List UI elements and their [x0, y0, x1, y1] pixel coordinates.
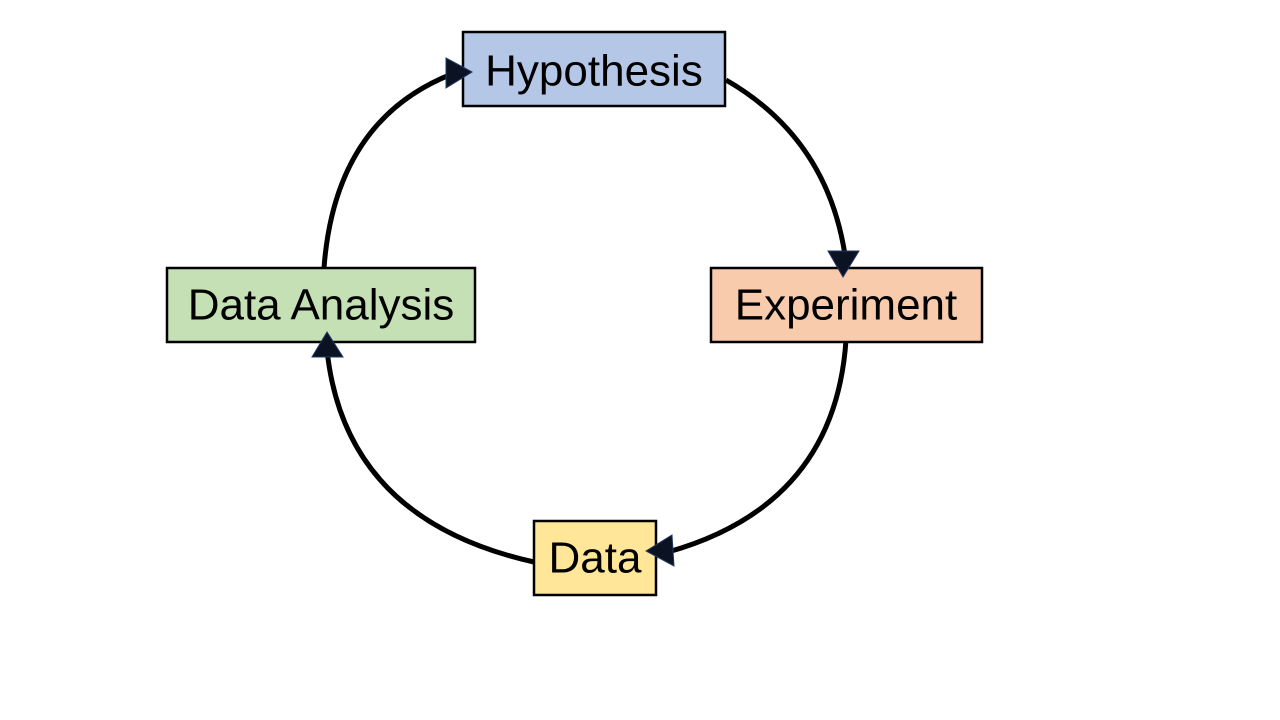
node-hypothesis-label: Hypothesis: [485, 47, 703, 96]
node-data-box: [532, 519, 658, 597]
node-data-label: Data: [549, 534, 642, 583]
node-experiment-box: [709, 266, 984, 344]
edge-hypothesis-to-experiment: [724, 77, 849, 263]
arrowhead-into-data: [644, 534, 675, 567]
node-hypothesis-box: [461, 30, 727, 108]
node-hypothesis: Hypothesis: [461, 30, 727, 108]
edge-data-to-data-analysis: [324, 349, 535, 565]
node-data-analysis-box: [165, 266, 477, 344]
arrowhead-into-experiment: [827, 250, 860, 278]
node-data-analysis: Data Analysis: [165, 266, 477, 344]
node-experiment: Experiment: [709, 266, 984, 344]
arrowhead-into-data-analysis: [311, 331, 344, 358]
node-data: Data: [532, 519, 658, 597]
edge-data-analysis-to-hypothesis: [321, 71, 453, 269]
node-data-analysis-label: Data Analysis: [188, 281, 455, 330]
node-experiment-label: Experiment: [735, 281, 958, 330]
edge-experiment-to-data: [667, 339, 849, 555]
arrowhead-into-hypothesis: [445, 57, 474, 89]
